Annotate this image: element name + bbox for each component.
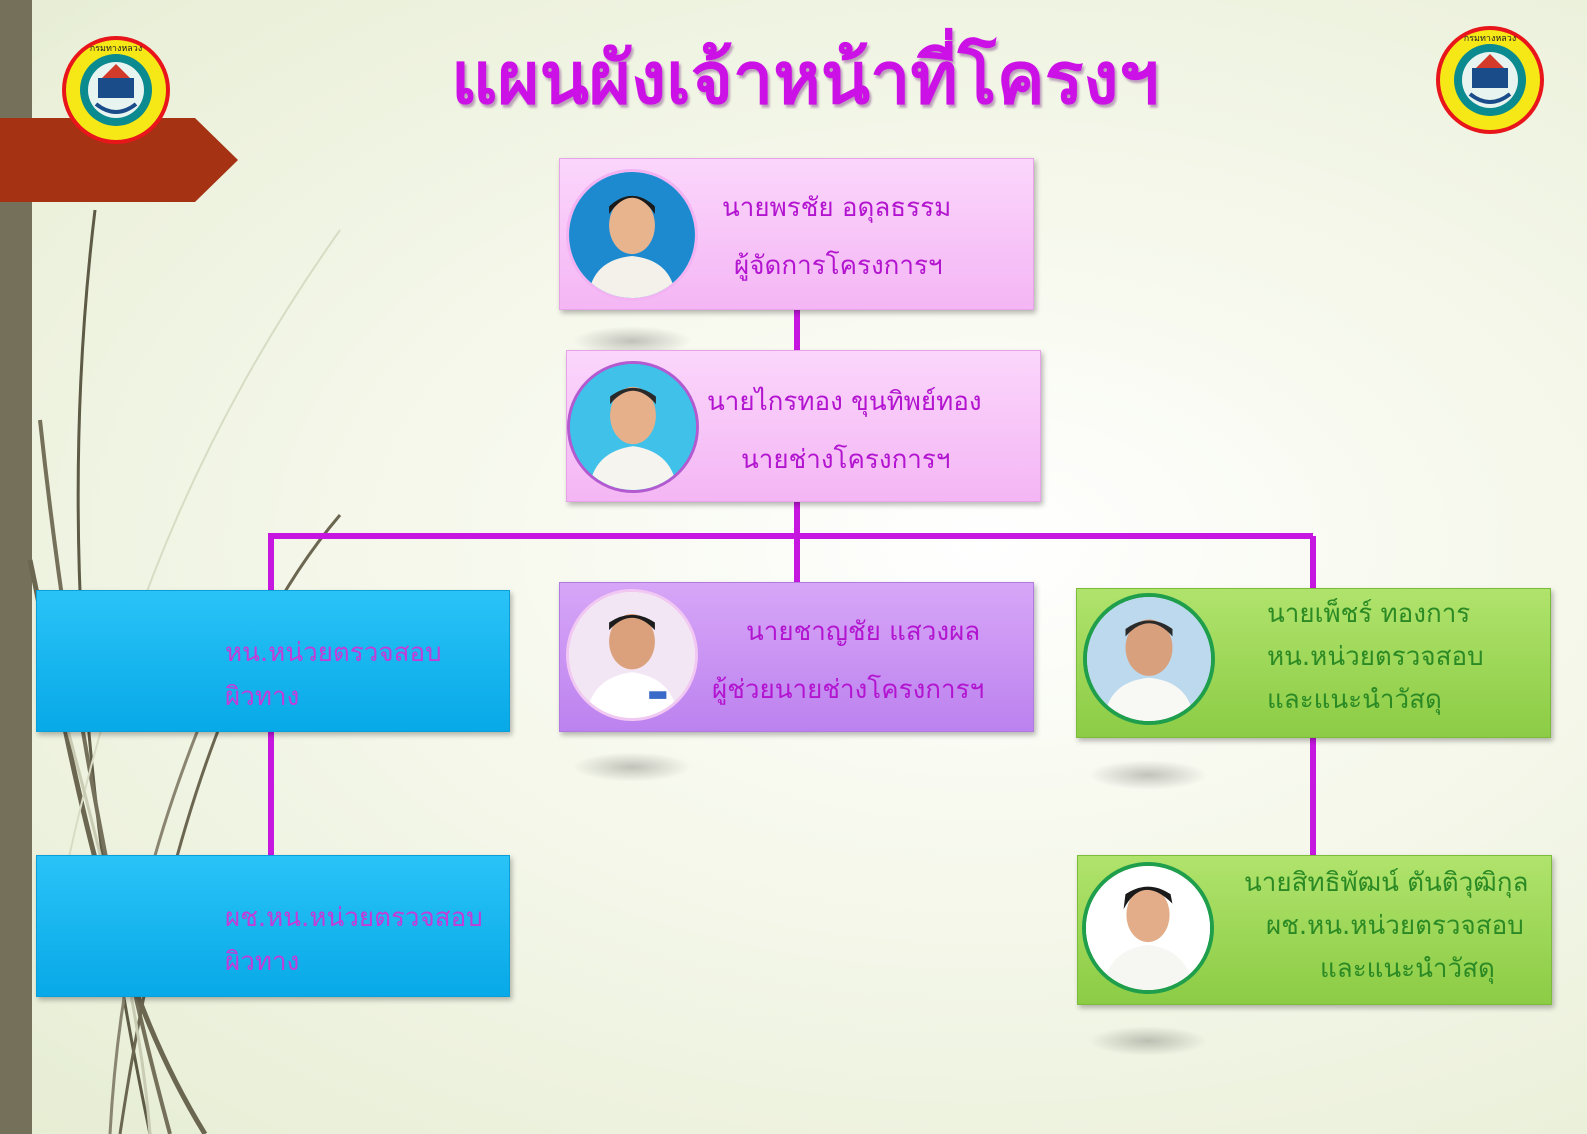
org-node-material-inspection-head[interactable]: นายเพ็ชร์ ทองการ หน.หน่วยตรวจสอบ และแนะน… bbox=[1076, 588, 1551, 738]
seal-icon: กรมทางหลวง bbox=[1436, 26, 1544, 134]
material-asst-name: นายสิทธิพัฒน์ ตันติวุฒิกุล bbox=[1244, 868, 1529, 898]
org-node-surface-inspection-assistant[interactable]: ผช.หน.หน่วยตรวจสอบ ผิวทาง bbox=[36, 855, 510, 997]
assistant-engineer-name: นายชาญชัย แสวงผล bbox=[746, 617, 981, 647]
svg-text:กรมทางหลวง: กรมทางหลวง bbox=[1464, 34, 1517, 44]
manager-role: ผู้จัดการโครงการฯ bbox=[734, 251, 943, 281]
material-asst-line3: และแนะนำวัสดุ bbox=[1320, 954, 1495, 984]
avatar bbox=[567, 361, 699, 493]
photo-shadow bbox=[1088, 1026, 1208, 1056]
avatar bbox=[566, 169, 698, 301]
person-photo-icon bbox=[570, 364, 696, 490]
material-head-line2: หน.หน่วยตรวจสอบ bbox=[1267, 642, 1484, 672]
red-ribbon-arrow bbox=[0, 118, 238, 202]
surface-head-line1: หน.หน่วยตรวจสอบ bbox=[225, 638, 442, 668]
avatar bbox=[566, 589, 698, 721]
material-head-name: นายเพ็ชร์ ทองการ bbox=[1267, 599, 1471, 629]
material-head-line3: และแนะนำวัสดุ bbox=[1267, 685, 1442, 715]
manager-name: นายพรชัย อดุลธรรม bbox=[722, 193, 952, 223]
org-node-surface-inspection-head[interactable]: หน.หน่วยตรวจสอบ ผิวทาง bbox=[36, 590, 510, 732]
manager-text: นายพรชัย อดุลธรรม ผู้จัดการโครงการฯ bbox=[722, 179, 951, 295]
surface-head-text: หน.หน่วยตรวจสอบ ผิวทาง bbox=[225, 631, 442, 719]
person-photo-icon bbox=[1087, 597, 1211, 721]
material-asst-text: นายสิทธิพัฒน์ ตันติวุฒิกุล ผช.หน.หน่วยตร… bbox=[1244, 862, 1528, 991]
surface-asst-line2: ผิวทาง bbox=[225, 947, 300, 977]
assistant-engineer-text: นายชาญชัย แสวงผล ผู้ช่วยนายช่างโครงการฯ bbox=[712, 603, 984, 719]
org-node-engineer[interactable]: นายไกรทอง ขุนทิพย์ทอง นายช่างโครงการฯ bbox=[566, 350, 1041, 502]
photo-shadow bbox=[1088, 760, 1208, 790]
engineer-text: นายไกรทอง ขุนทิพย์ทอง นายช่างโครงการฯ bbox=[707, 373, 982, 489]
person-photo-icon bbox=[569, 172, 695, 298]
material-head-text: นายเพ็ชร์ ทองการ หน.หน่วยตรวจสอบ และแนะน… bbox=[1267, 593, 1484, 722]
surface-asst-line1: ผช.หน.หน่วยตรวจสอบ bbox=[225, 903, 483, 933]
assistant-engineer-role: ผู้ช่วยนายช่างโครงการฯ bbox=[712, 675, 985, 705]
org-node-manager[interactable]: นายพรชัย อดุลธรรม ผู้จัดการโครงการฯ bbox=[559, 158, 1034, 310]
avatar bbox=[1083, 593, 1215, 725]
surface-asst-text: ผช.หน.หน่วยตรวจสอบ ผิวทาง bbox=[225, 896, 483, 984]
seal-icon: กรมทางหลวง bbox=[62, 36, 170, 144]
org-node-material-inspection-assistant[interactable]: นายสิทธิพัฒน์ ตันติวุฒิกุล ผช.หน.หน่วยตร… bbox=[1077, 855, 1552, 1005]
department-logo-left: กรมทางหลวง bbox=[60, 34, 172, 146]
page-title: แผนผังเจ้าหน้าที่โครงฯ bbox=[450, 36, 1160, 120]
surface-head-line2: ผิวทาง bbox=[225, 682, 300, 712]
engineer-role: นายช่างโครงการฯ bbox=[741, 445, 951, 475]
material-asst-line2: ผช.หน.หน่วยตรวจสอบ bbox=[1266, 911, 1524, 941]
avatar bbox=[1082, 862, 1214, 994]
org-node-assistant-engineer[interactable]: นายชาญชัย แสวงผล ผู้ช่วยนายช่างโครงการฯ bbox=[559, 582, 1034, 732]
person-photo-icon bbox=[569, 592, 695, 718]
engineer-name: นายไกรทอง ขุนทิพย์ทอง bbox=[707, 387, 982, 417]
department-logo-right: กรมทางหลวง bbox=[1434, 24, 1546, 136]
person-photo-icon bbox=[1086, 866, 1210, 990]
photo-shadow bbox=[572, 752, 692, 782]
svg-text:กรมทางหลวง: กรมทางหลวง bbox=[90, 44, 143, 54]
